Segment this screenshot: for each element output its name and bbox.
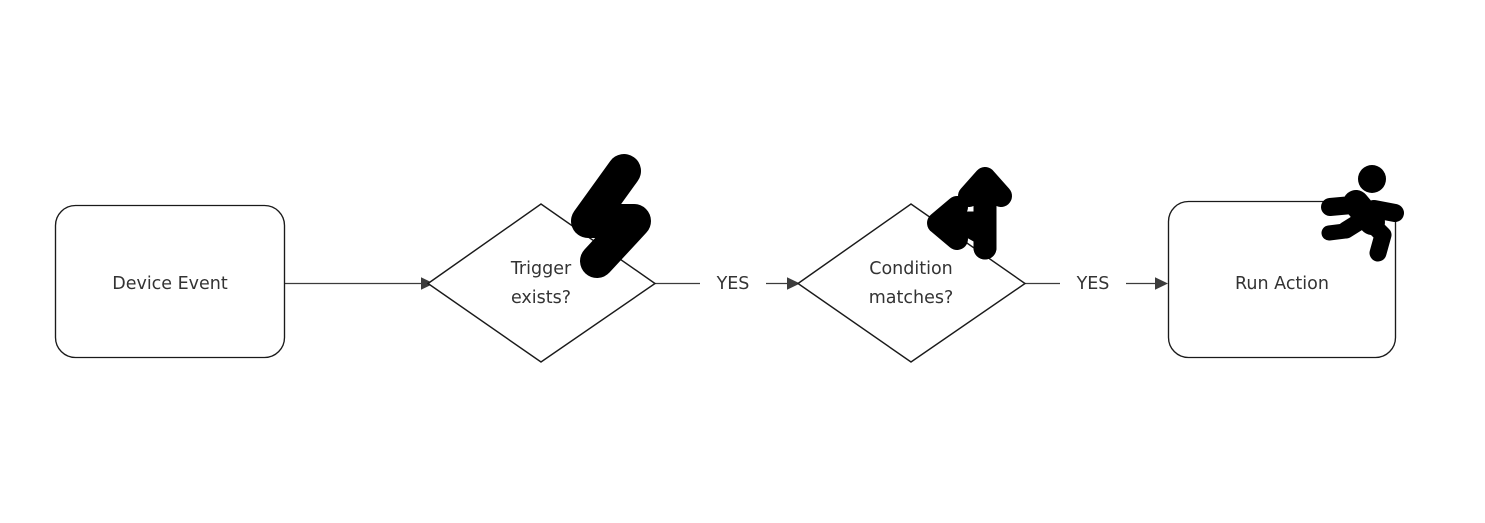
condition-matches-shape[interactable] bbox=[796, 203, 1027, 363]
edge-3-label: YES bbox=[1076, 274, 1110, 294]
edge-condition-to-run-action: YES bbox=[1025, 274, 1168, 294]
trigger-exists-label-line1: Trigger bbox=[510, 259, 572, 279]
node-trigger-exists[interactable]: Trigger exists? bbox=[426, 203, 657, 363]
edge-2-label: YES bbox=[716, 274, 750, 294]
device-event-shape[interactable] bbox=[54, 204, 286, 359]
lightning-bolt-icon bbox=[571, 154, 651, 278]
branch-arrow-icon bbox=[927, 167, 1012, 260]
node-condition-matches[interactable]: Condition matches? bbox=[796, 203, 1027, 363]
trigger-exists-label-line2: exists? bbox=[511, 288, 571, 308]
edge-trigger-to-condition: YES bbox=[655, 274, 800, 294]
trigger-exists-shape[interactable] bbox=[426, 203, 657, 363]
device-event-label: Device Event bbox=[112, 274, 228, 294]
running-person-icon bbox=[1321, 165, 1404, 262]
node-run-action[interactable]: Run Action bbox=[1167, 200, 1397, 359]
condition-matches-label-line2: matches? bbox=[869, 288, 954, 308]
run-action-shape[interactable] bbox=[1167, 200, 1397, 359]
edge-device-event-to-trigger bbox=[285, 277, 434, 290]
runner-head bbox=[1358, 165, 1386, 193]
edge-2-arrowhead-icon bbox=[787, 277, 800, 290]
edge-3-arrowhead-icon bbox=[1155, 277, 1168, 290]
run-action-label: Run Action bbox=[1235, 274, 1329, 294]
node-device-event[interactable]: Device Event bbox=[54, 204, 286, 359]
condition-matches-label-line1: Condition bbox=[869, 259, 953, 279]
